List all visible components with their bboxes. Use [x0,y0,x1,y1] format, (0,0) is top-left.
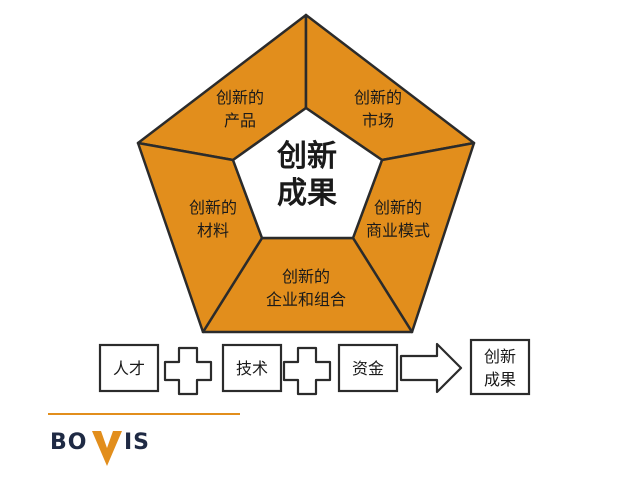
segment-top-left-line1: 创新的 [216,88,264,107]
center-pentagon [231,106,384,240]
talent-label: 人才 [113,359,145,378]
brand-v-chevron [92,431,122,466]
segment-top-right-line2: 市场 [362,111,394,130]
capital-box [337,343,399,393]
segment-top-left-line2: 产品 [224,111,256,130]
result-label-line1: 创新 [484,347,516,366]
technology-label: 技术 [236,359,268,378]
brand-text-right: IS [124,430,150,455]
capital-label: 资金 [352,359,384,378]
plus-icon [282,346,332,396]
brand-logo: BO IS [48,413,240,466]
pentagon [136,13,476,334]
result-box [469,338,531,396]
center-label-line2: 成果 [277,176,337,211]
talent-box [98,343,160,393]
result-label-line2: 成果 [484,370,516,389]
segment-right-line1: 创新的 [374,198,422,217]
segment-top-right-line1: 创新的 [354,88,402,107]
plus-icon [163,346,213,396]
segment-bottom-line1: 创新的 [282,267,330,286]
segment-bottom-line2: 企业和组合 [266,290,346,309]
equation-row: 人才 技术 资金 创新 成果 [98,338,531,396]
right-arrow-icon [399,342,463,394]
technology-box [221,343,283,393]
segment-left-line1: 创新的 [189,198,237,217]
segment-right-line2: 商业模式 [366,221,430,240]
brand-text-left: BO [50,430,87,455]
center-label-line1: 创新 [276,139,337,174]
segment-left-line2: 材料 [197,221,229,240]
